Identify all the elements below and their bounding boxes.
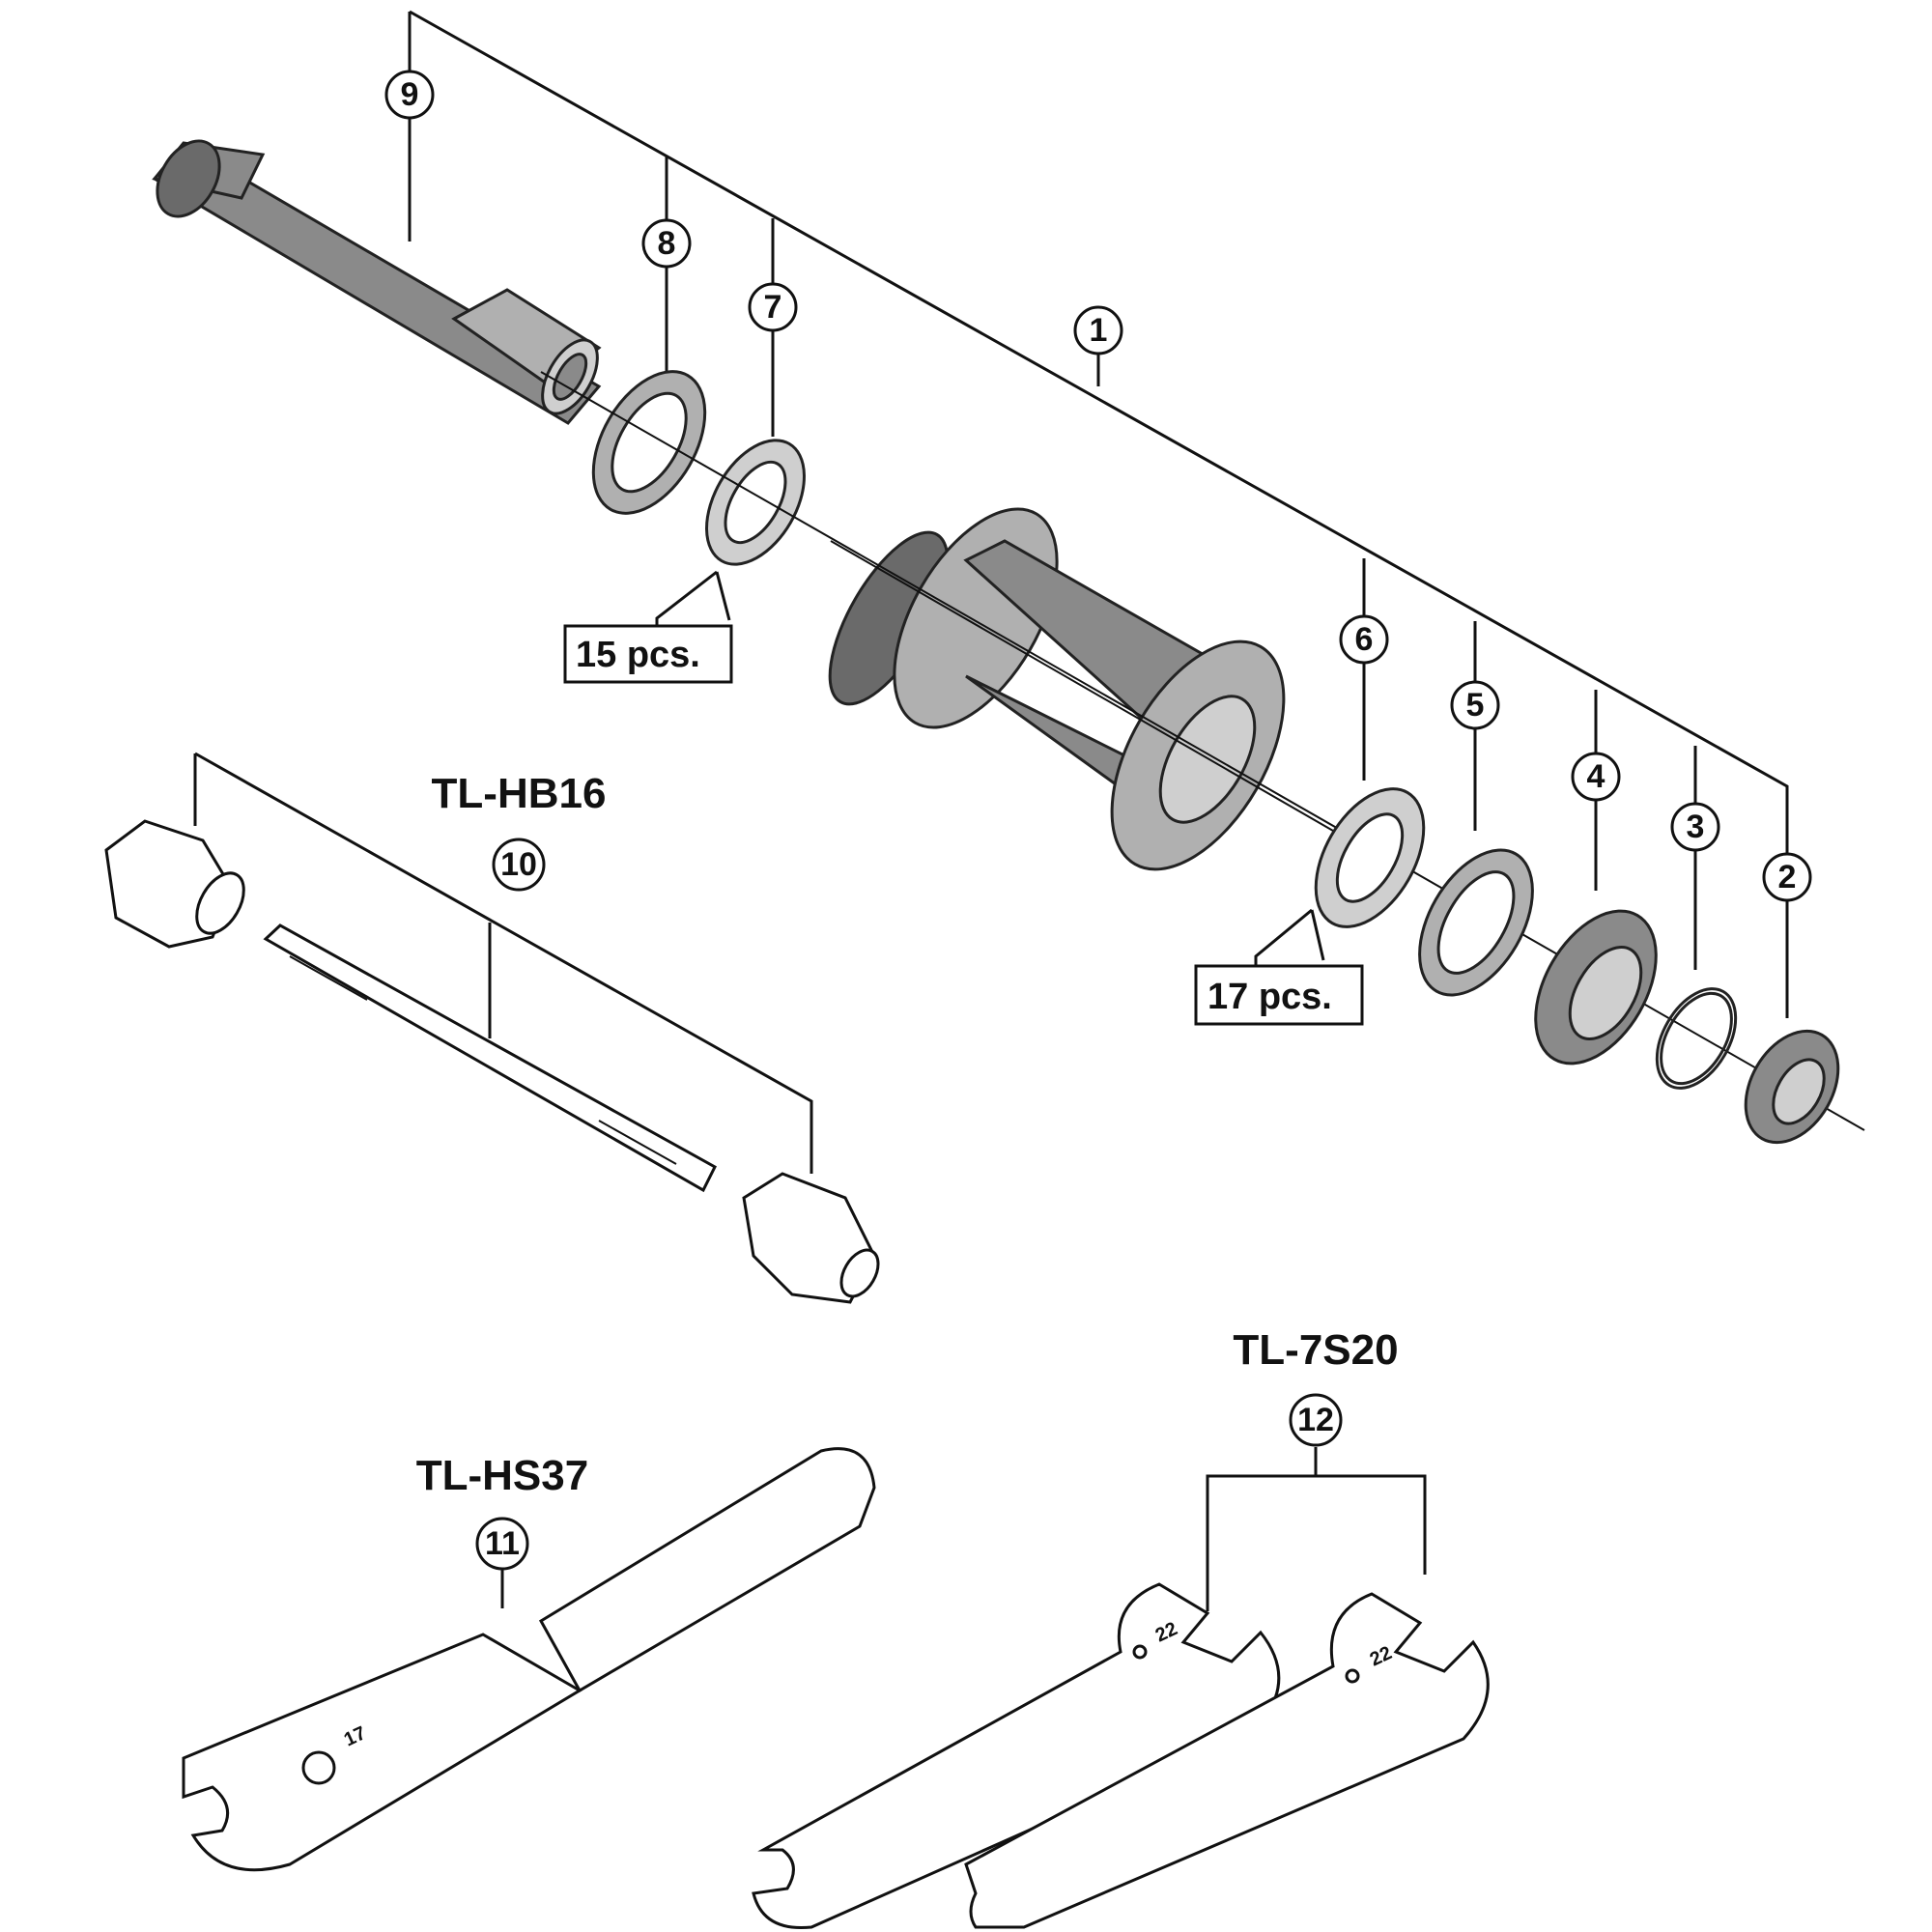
- svg-text:5: 5: [1466, 687, 1485, 724]
- callout-1: 1: [1073, 305, 1123, 355]
- tl-hs37-tool: 17: [182, 1447, 876, 1872]
- callout-10: 10: [492, 838, 546, 892]
- cone-4-icon: [1534, 909, 1658, 1065]
- svg-text:8: 8: [658, 225, 676, 262]
- svg-text:10: 10: [500, 846, 537, 883]
- tl-7s20-tool: 22 22: [752, 1447, 1490, 1930]
- svg-text:3: 3: [1687, 809, 1705, 845]
- svg-text:1: 1: [1090, 312, 1108, 349]
- tl-hb16-tool: [104, 752, 880, 1304]
- hub-shell-icon: [828, 507, 1334, 871]
- bearing-6-icon: [1314, 787, 1426, 928]
- callout-7: 7: [748, 282, 798, 332]
- callout-11: 11: [475, 1517, 529, 1571]
- leader-lines-hub: [408, 10, 1789, 1018]
- svg-text:4: 4: [1587, 758, 1605, 795]
- callout-3: 3: [1670, 802, 1720, 852]
- tl-7s20-title: TL-7S20: [1233, 1326, 1398, 1374]
- svg-text:12: 12: [1297, 1402, 1334, 1438]
- qty-17-callout: 17 pcs.: [1194, 908, 1364, 1026]
- svg-text:11: 11: [485, 1525, 520, 1562]
- washer-8-icon: [591, 370, 707, 515]
- callout-4: 4: [1571, 752, 1621, 802]
- svg-text:7: 7: [764, 289, 782, 326]
- tl-hs37-title: TL-HS37: [416, 1452, 588, 1499]
- svg-text:2: 2: [1778, 859, 1797, 895]
- axle-icon: [152, 139, 602, 425]
- callout-6: 6: [1339, 614, 1389, 665]
- callout-12: 12: [1289, 1393, 1343, 1447]
- bearing-7-icon: [705, 439, 806, 566]
- svg-text:9: 9: [401, 76, 419, 113]
- o-ring-3-icon: [1655, 987, 1738, 1090]
- callout-5: 5: [1450, 680, 1500, 730]
- qty-15-label: 15 pcs.: [576, 635, 700, 675]
- callout-8: 8: [641, 218, 692, 269]
- callout-2: 2: [1762, 852, 1812, 902]
- svg-text:6: 6: [1355, 621, 1374, 658]
- washer-5-icon: [1418, 848, 1534, 997]
- qty-15-callout: 15 pcs.: [563, 570, 733, 684]
- qty-17-label: 17 pcs.: [1208, 977, 1332, 1017]
- tl-hb16-title: TL-HB16: [432, 770, 607, 817]
- callout-9: 9: [384, 70, 435, 120]
- lock-nut-2-icon: [1744, 1029, 1840, 1145]
